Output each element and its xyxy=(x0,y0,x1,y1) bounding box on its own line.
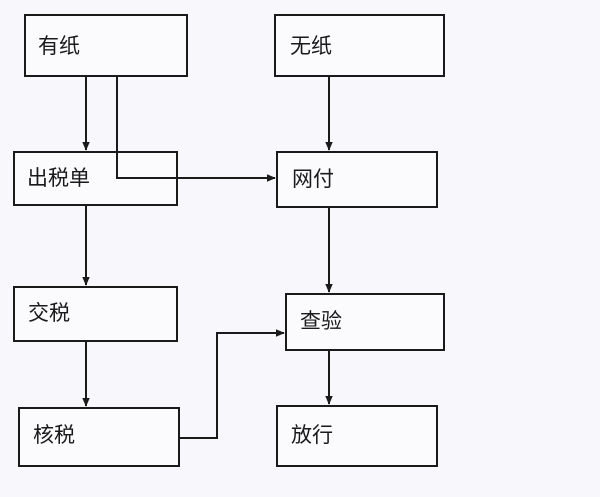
node-label-fang-xing: 放行 xyxy=(291,423,333,447)
edge-heshui-to-chayan xyxy=(179,329,285,439)
edge-overlay-youzhi-wangfu xyxy=(116,152,177,179)
node-label-he-shui: 核税 xyxy=(33,423,75,447)
node-box-jiao-shui xyxy=(13,286,178,342)
node-he-shui[interactable]: 核税 xyxy=(18,407,180,467)
node-box-he-shui xyxy=(18,407,180,467)
node-box-fang-xing xyxy=(276,405,438,467)
node-jiao-shui[interactable]: 交税 xyxy=(13,286,178,342)
node-label-cha-yan: 查验 xyxy=(300,309,342,333)
node-box-cha-yan xyxy=(285,293,445,351)
node-label-wu-zhi: 无纸 xyxy=(290,34,332,58)
node-wang-fu[interactable]: 网付 xyxy=(276,151,438,208)
node-fang-xing[interactable]: 放行 xyxy=(276,405,438,467)
node-box-wang-fu xyxy=(276,151,438,208)
node-label-jiao-shui: 交税 xyxy=(28,301,70,325)
node-you-zhi[interactable]: 有纸 xyxy=(24,14,188,77)
node-wu-zhi[interactable]: 无纸 xyxy=(274,14,445,77)
node-label-wang-fu: 网付 xyxy=(292,167,334,191)
node-cha-yan[interactable]: 查验 xyxy=(285,293,445,351)
node-label-chu-shui-dan: 出税单 xyxy=(27,166,90,190)
node-box-wu-zhi xyxy=(274,14,445,77)
node-box-you-zhi xyxy=(24,14,188,77)
node-label-you-zhi: 有纸 xyxy=(38,34,80,58)
